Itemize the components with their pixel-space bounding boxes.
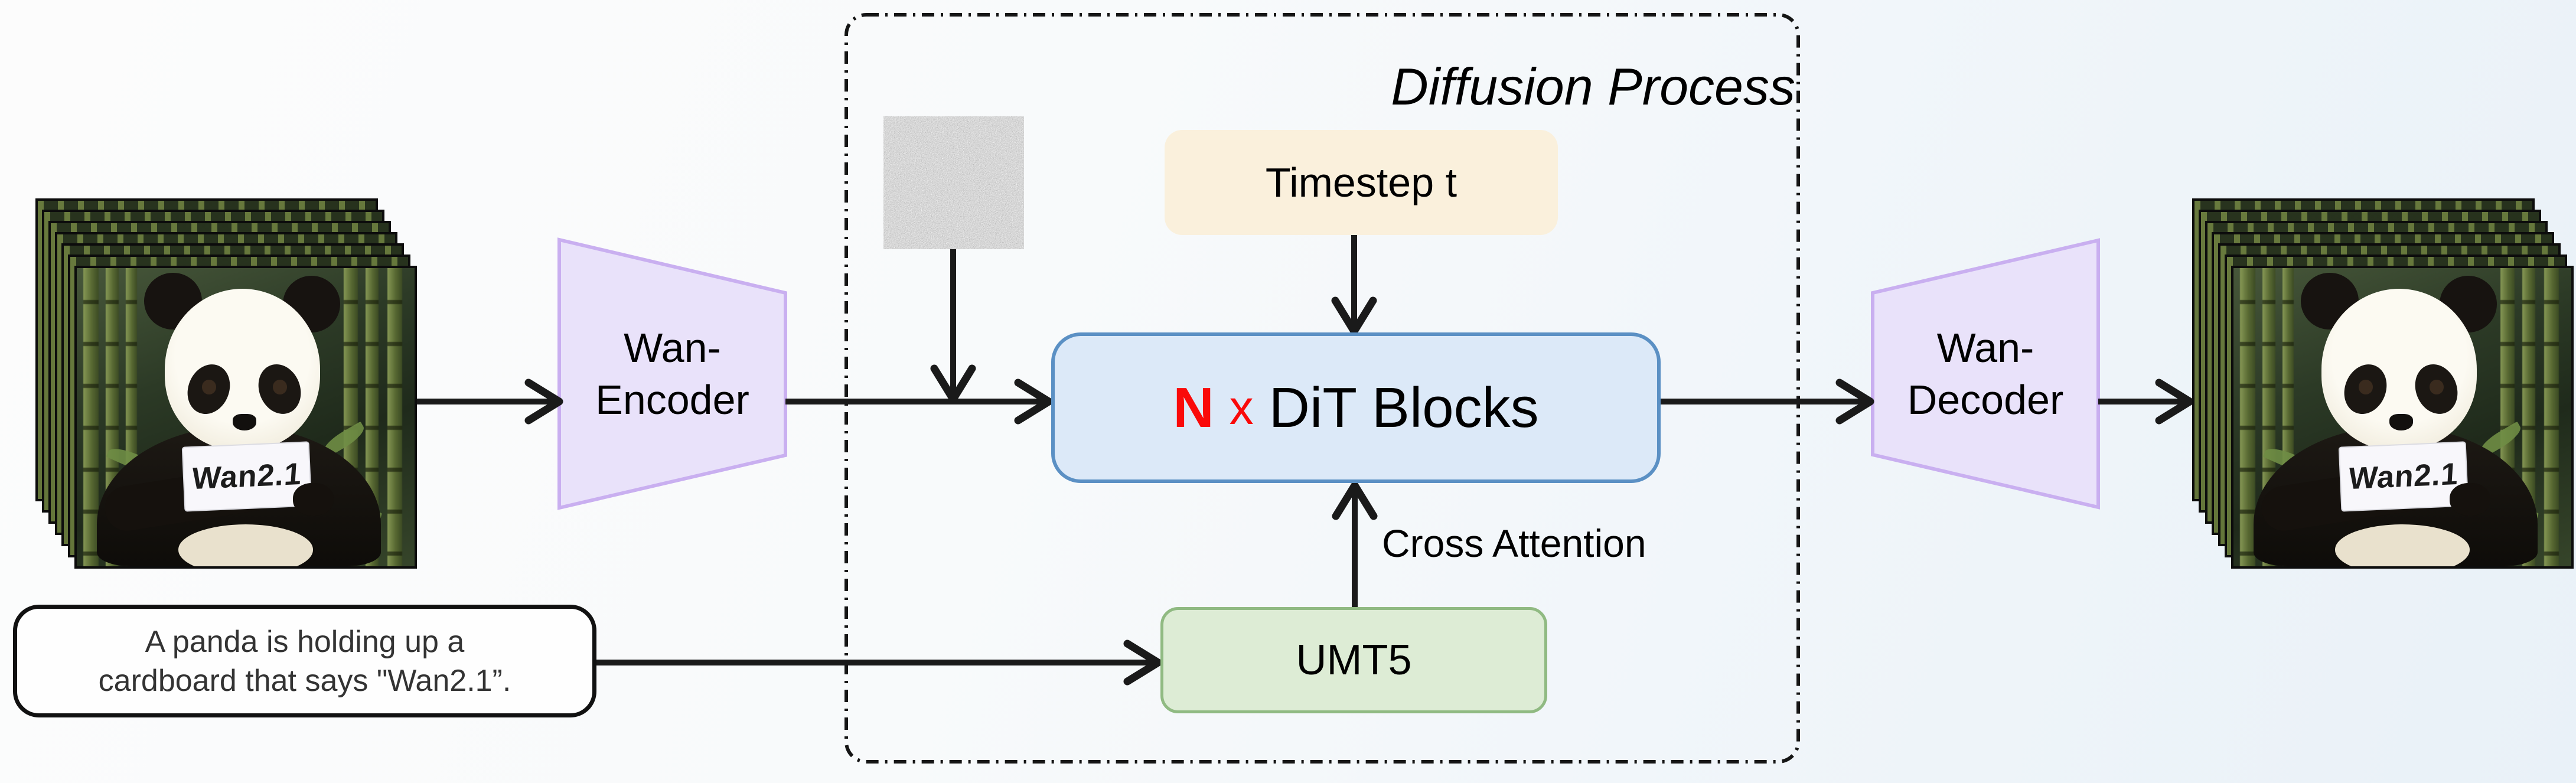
panda: Wan2.1 — [77, 268, 415, 566]
bamboo-stalk — [83, 268, 99, 566]
panda-cardboard-sign: Wan2.1 — [2338, 441, 2469, 512]
prompt-text-box: A panda is holding up a cardboard that s… — [13, 605, 596, 717]
dit-label: DiT Blocks — [1269, 376, 1539, 439]
bamboo-stalk — [387, 268, 403, 566]
diffusion-process-title: Diffusion Process — [1391, 57, 1795, 116]
umt5-label: UMT5 — [1296, 637, 1412, 684]
panda-scene: Wan2.1 — [77, 268, 415, 566]
timestep-label: Timestep t — [1265, 159, 1457, 205]
panda-paw — [2450, 482, 2490, 516]
umt5-box: UMT5 — [1160, 607, 1547, 713]
wan-decoder-line1: Wan- — [1936, 325, 2034, 371]
video-frame-front: Wan2.1 — [2231, 266, 2574, 569]
cardboard-text: Wan2.1 — [191, 456, 303, 497]
noise-latent-image — [883, 116, 1024, 249]
panda-scene: Wan2.1 — [2233, 268, 2571, 566]
input-video-stack: Wan2.1 — [35, 198, 419, 570]
diffusion-process-container — [844, 13, 1800, 764]
panda-nose — [233, 414, 257, 430]
panda-belly — [178, 524, 314, 566]
bamboo-stalk — [2544, 268, 2559, 566]
wan-encoder-line1: Wan- — [624, 325, 721, 371]
cross-attention-label: Cross Attention — [1382, 521, 1646, 565]
dit-n-symbol: N — [1173, 376, 1214, 439]
panda-nose — [2389, 414, 2414, 430]
dit-times-symbol: x — [1229, 380, 1254, 435]
prompt-line2: cardboard that says "Wan2.1”. — [98, 663, 511, 698]
prompt-line1: A panda is holding up a — [145, 624, 465, 659]
wan-decoder-label: Wan- Decoder — [1873, 240, 2098, 507]
panda-eye — [2429, 380, 2444, 394]
wan-decoder-line2: Decoder — [1907, 377, 2064, 423]
wan-encoder-line2: Encoder — [595, 377, 749, 423]
bamboo-stalk — [2240, 268, 2256, 566]
panda-cardboard-sign: Wan2.1 — [181, 441, 312, 512]
panda-belly — [2334, 524, 2470, 566]
video-frame-front: Wan2.1 — [74, 266, 417, 569]
cardboard-text: Wan2.1 — [2347, 456, 2460, 497]
panda-eye — [2358, 380, 2373, 394]
panda-eye — [272, 380, 287, 394]
panda-paw — [293, 482, 334, 516]
panda: Wan2.1 — [2233, 268, 2571, 566]
panda-eye — [201, 380, 216, 394]
dit-blocks-box: N x DiT Blocks — [1051, 332, 1661, 483]
timestep-box: Timestep t — [1165, 130, 1558, 235]
wan-encoder-label: Wan- Encoder — [559, 240, 785, 508]
output-video-stack: Wan2.1 — [2192, 198, 2576, 570]
